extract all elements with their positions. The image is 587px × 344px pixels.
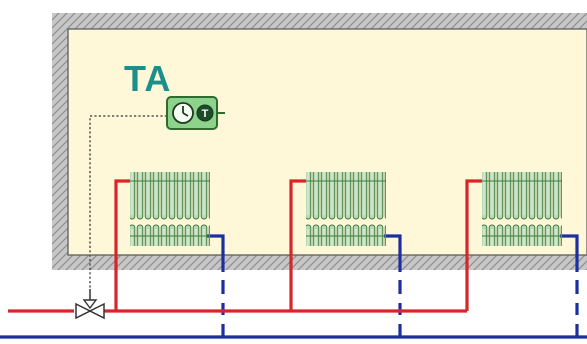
valve-body-left — [75, 302, 92, 320]
radiator-2-body — [306, 172, 386, 246]
radiator-3-return-pipe — [560, 234, 579, 272]
radiator-1-return-pipe — [207, 234, 225, 272]
temperature-icon — [196, 104, 214, 122]
radiator-3 — [482, 172, 562, 246]
radiator-2-supply-pipe — [289, 179, 306, 311]
return-pipe-network — [0, 234, 587, 339]
radiator-1 — [130, 172, 210, 246]
radiator-1-body — [130, 172, 210, 246]
zone-label: TA — [124, 58, 171, 99]
thermostat-device: T — [166, 96, 225, 130]
radiator-3-body — [482, 172, 562, 246]
temperature-icon-glyph: T — [202, 108, 209, 120]
supply-pipe-network — [8, 179, 482, 313]
radiator-3-supply-pipe — [465, 179, 482, 311]
radiator-2-return-pipe — [384, 234, 402, 272]
valve-actuator — [82, 299, 98, 310]
valve-body-right — [88, 302, 105, 320]
radiator-2 — [306, 172, 386, 246]
radiator-1-supply-pipe — [114, 179, 130, 311]
control-signal-line — [89, 115, 167, 289]
zone-valve — [75, 289, 105, 320]
clock-hand-minute — [182, 112, 189, 117]
